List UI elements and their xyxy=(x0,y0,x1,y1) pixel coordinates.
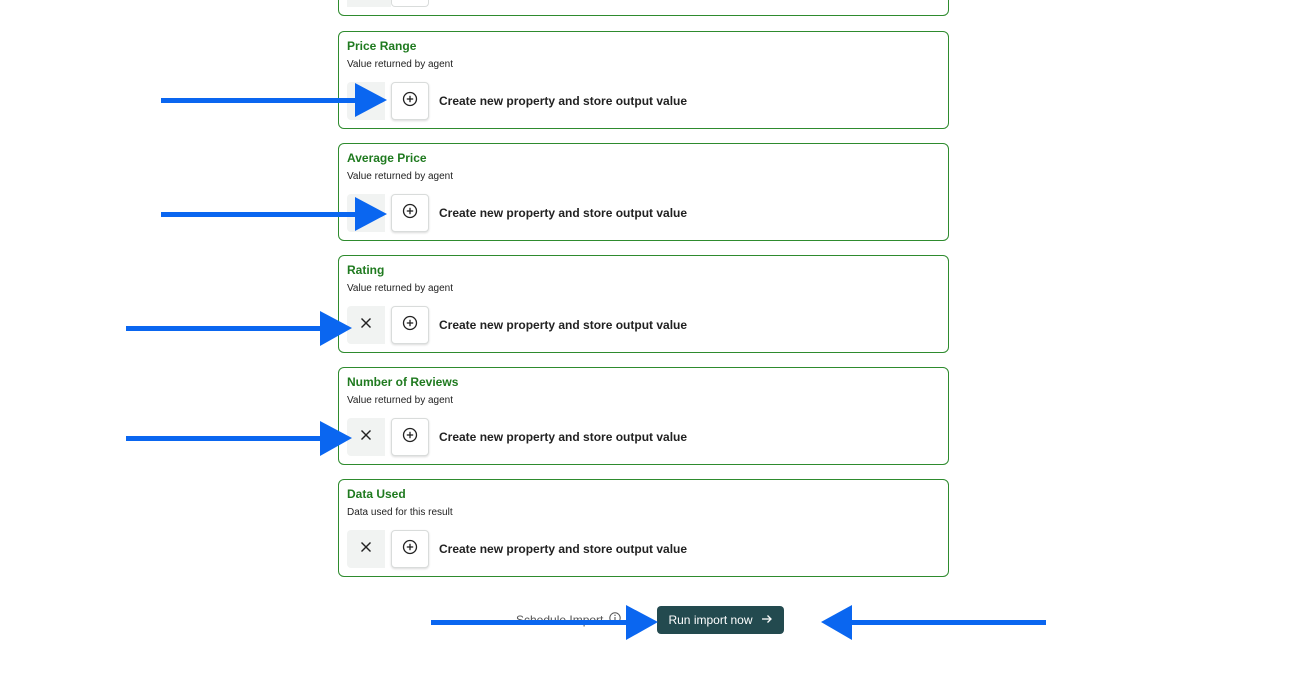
action-row: Create new property and store output val… xyxy=(347,530,687,568)
mapping-card-price-range: Price Range Value returned by agent Crea… xyxy=(338,31,949,129)
create-property-label[interactable]: Create new property and store output val… xyxy=(439,206,688,220)
remove-button-partial[interactable] xyxy=(347,0,391,7)
card-subtitle: Value returned by agent xyxy=(347,283,454,294)
action-row: Create new property and store output val… xyxy=(347,306,687,344)
add-button-partial[interactable] xyxy=(391,0,429,7)
add-property-button[interactable] xyxy=(391,306,429,344)
run-import-now-button[interactable]: Run import now xyxy=(657,606,784,634)
remove-mapping-button[interactable] xyxy=(347,530,385,568)
card-title: Rating xyxy=(347,263,385,277)
mapping-card-rating: Rating Value returned by agent Create ne… xyxy=(338,255,949,353)
card-subtitle: Value returned by agent xyxy=(347,59,454,70)
annotation-arrow-number-of-reviews xyxy=(126,421,352,456)
close-icon xyxy=(360,540,372,558)
create-property-label[interactable]: Create new property and store output val… xyxy=(439,318,688,332)
annotation-arrow-run-left xyxy=(431,605,658,640)
remove-mapping-button[interactable] xyxy=(347,306,385,344)
plus-circle-icon xyxy=(402,427,418,448)
mapping-card-number-of-reviews: Number of Reviews Value returned by agen… xyxy=(338,367,949,465)
plus-circle-icon xyxy=(402,315,418,336)
add-property-button[interactable] xyxy=(391,418,429,456)
add-property-button[interactable] xyxy=(391,530,429,568)
create-property-label[interactable]: Create new property and store output val… xyxy=(439,542,688,556)
annotation-arrow-rating xyxy=(126,311,352,346)
plus-circle-icon xyxy=(402,539,418,560)
run-import-label: Run import now xyxy=(668,613,753,627)
card-title: Number of Reviews xyxy=(347,375,459,389)
close-icon xyxy=(360,428,372,446)
create-property-label[interactable]: Create new property and store output val… xyxy=(439,94,688,108)
create-property-label[interactable]: Create new property and store output val… xyxy=(439,430,688,444)
action-row: Create new property and store output val… xyxy=(347,82,687,120)
card-title: Data Used xyxy=(347,487,406,501)
mapping-card-partial xyxy=(338,0,949,16)
plus-circle-icon xyxy=(402,203,418,224)
card-title: Average Price xyxy=(347,151,427,165)
action-row: Create new property and store output val… xyxy=(347,418,687,456)
annotation-arrow-run-right xyxy=(821,605,1046,640)
close-icon xyxy=(360,316,372,334)
remove-mapping-button[interactable] xyxy=(347,418,385,456)
card-subtitle: Value returned by agent xyxy=(347,395,454,406)
annotation-arrow-price-range xyxy=(161,83,387,117)
card-title: Price Range xyxy=(347,39,417,53)
card-subtitle: Data used for this result xyxy=(347,507,453,518)
mapping-card-average-price: Average Price Value returned by agent Cr… xyxy=(338,143,949,241)
card-subtitle: Value returned by agent xyxy=(347,171,454,182)
add-property-button[interactable] xyxy=(391,82,429,120)
add-property-button[interactable] xyxy=(391,194,429,232)
annotation-arrow-average-price xyxy=(161,197,387,231)
mapping-card-data-used: Data Used Data used for this result Crea… xyxy=(338,479,949,577)
plus-circle-icon xyxy=(402,91,418,112)
arrow-right-icon xyxy=(761,613,773,627)
